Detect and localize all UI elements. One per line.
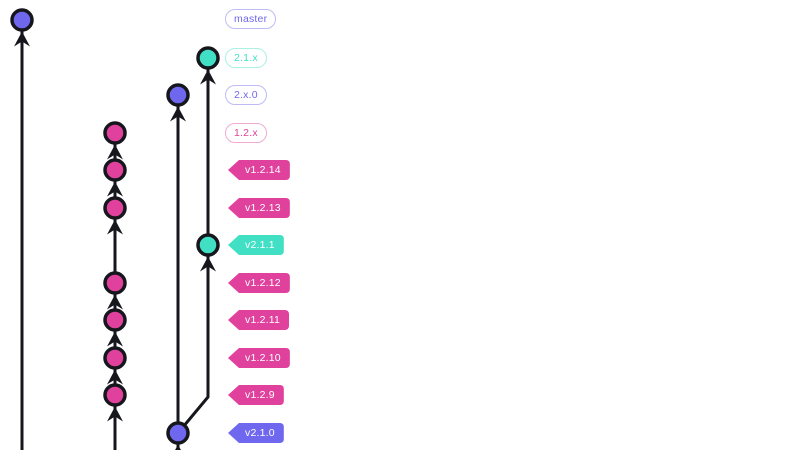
branch-line-2.1.x — [176, 58, 210, 434]
commit-arrowhead — [107, 294, 123, 310]
commit-node-1.2.x[interactable] — [103, 271, 127, 295]
commit-node-2.1.x[interactable] — [196, 46, 220, 70]
commit-node-1.2.x[interactable] — [103, 346, 127, 370]
commit-node-1.2.x[interactable] — [103, 383, 127, 407]
branch-label-2.1.x[interactable]: 2.1.x — [225, 48, 267, 68]
tag-v1.2.14[interactable]: v1.2.14 — [228, 160, 290, 180]
tag-v2.1.0[interactable]: v2.1.0 — [228, 423, 284, 443]
commit-node-1.2.x[interactable] — [103, 158, 127, 182]
commit-arrowhead — [107, 219, 123, 235]
commit-arrowhead — [107, 181, 123, 197]
tag-v1.2.13[interactable]: v1.2.13 — [228, 198, 290, 218]
commit-arrowhead — [14, 31, 30, 47]
branch-label-1.2.x[interactable]: 1.2.x — [225, 123, 267, 143]
commit-node-1.2.x[interactable] — [103, 196, 127, 220]
branch-label-2.x.0[interactable]: 2.x.0 — [225, 85, 267, 105]
commit-arrowhead — [170, 106, 186, 122]
commit-node-1.2.x[interactable] — [103, 121, 127, 145]
branch-label-master[interactable]: master — [225, 9, 277, 29]
commit-node-master[interactable] — [10, 8, 34, 32]
commit-arrowhead — [175, 444, 181, 450]
commit-node-2.1.x[interactable] — [196, 233, 220, 257]
commit-node-2.x.0[interactable] — [166, 83, 190, 107]
tag-v1.2.12[interactable]: v1.2.12 — [228, 273, 290, 293]
tag-v2.1.1[interactable]: v2.1.1 — [228, 235, 284, 255]
commit-arrowhead — [107, 144, 123, 160]
commit-arrowhead — [107, 369, 123, 385]
tag-v1.2.10[interactable]: v1.2.10 — [228, 348, 290, 368]
commit-node-2.x.0[interactable] — [166, 421, 190, 445]
commit-arrowhead — [107, 406, 123, 422]
tag-v1.2.11[interactable]: v1.2.11 — [228, 310, 290, 330]
commit-arrowhead — [200, 256, 216, 272]
commit-arrowhead — [200, 69, 216, 85]
commit-node-1.2.x[interactable] — [103, 308, 127, 332]
tag-v1.2.9[interactable]: v1.2.9 — [228, 385, 284, 405]
commit-arrowhead — [107, 331, 123, 347]
